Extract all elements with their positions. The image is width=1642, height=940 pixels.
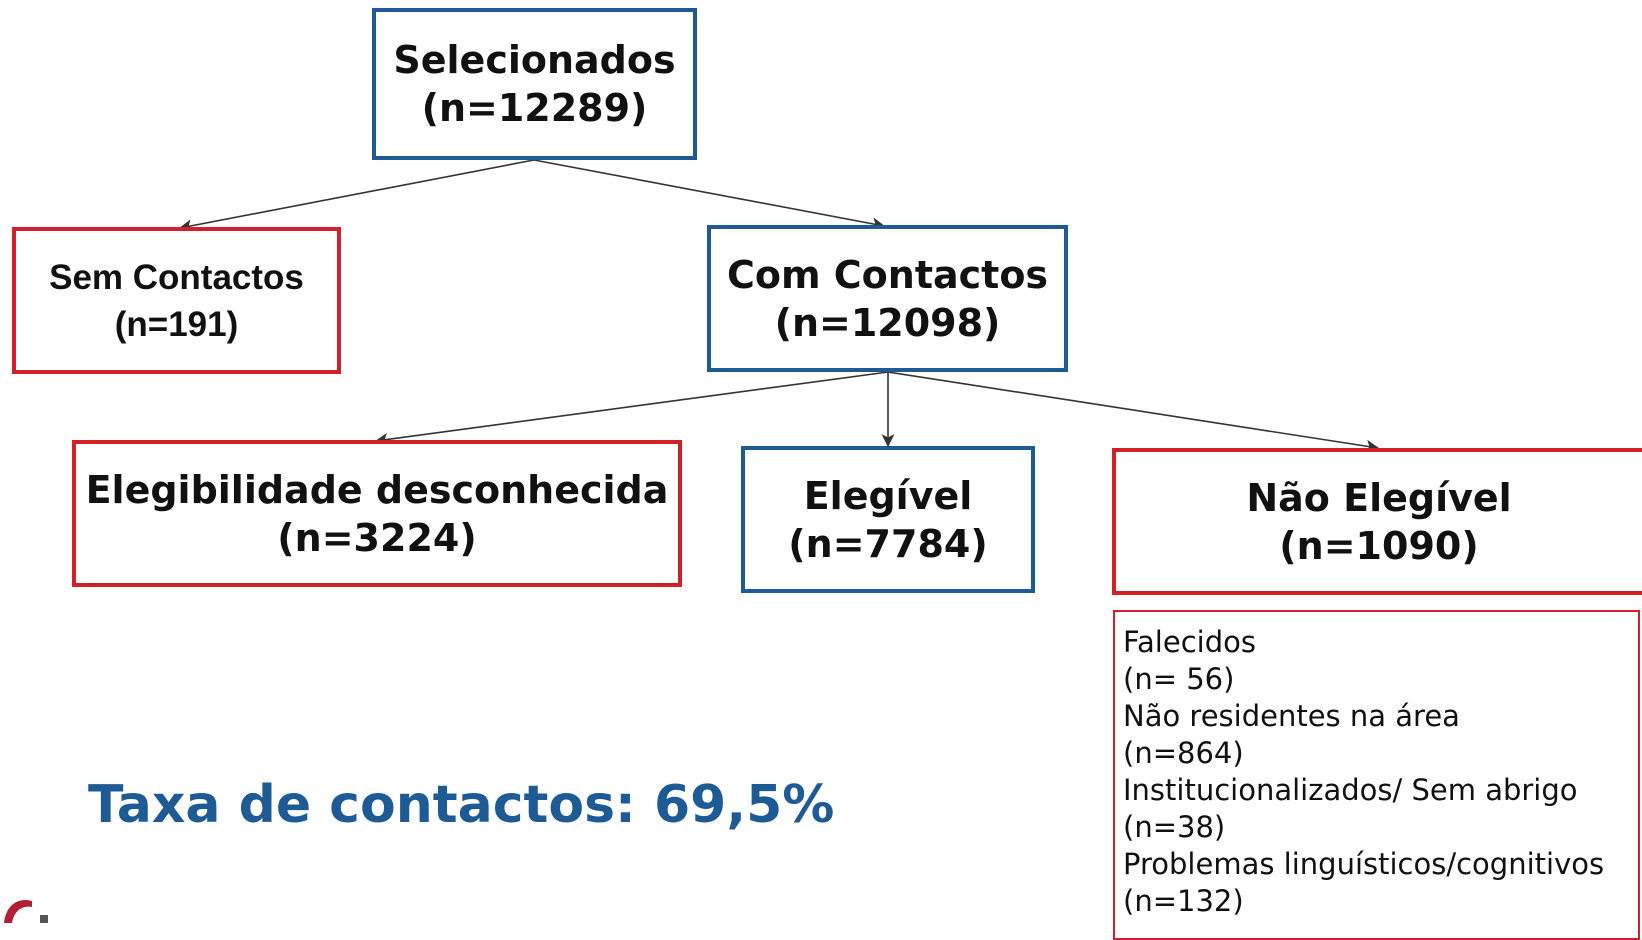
detail-count: (n=38) <box>1123 810 1226 844</box>
node-selecionados: Selecionados (n=12289) <box>372 8 697 160</box>
node-com-contactos-count: (n=12098) <box>774 300 1001 345</box>
detail-label: Não residentes na área <box>1123 699 1460 733</box>
node-elegibilidade-desconhecida-count: (n=3224) <box>277 515 477 560</box>
node-elegibilidade-desconhecida: Elegibilidade desconhecida (n=3224) <box>72 440 682 587</box>
arrow-to-nao-elegivel <box>887 371 1380 453</box>
node-com-contactos-label: Com Contactos <box>726 252 1049 297</box>
arrow-to-sem-contactos <box>178 159 535 233</box>
node-com-contactos: Com Contactos (n=12098) <box>707 225 1068 372</box>
detail-count: (n=132) <box>1123 884 1244 918</box>
node-nao-elegivel-count: (n=1090) <box>1279 523 1479 568</box>
logo-icon <box>4 899 48 923</box>
node-nao-elegivel: Não Elegível (n=1090) <box>1112 448 1642 595</box>
detail-count: (n= 56) <box>1123 662 1235 696</box>
nao-elegivel-details: Falecidos (n= 56) Não residentes na área… <box>1113 610 1640 940</box>
node-sem-contactos-count: (n=191) <box>114 304 239 344</box>
node-elegibilidade-desconhecida-label: Elegibilidade desconhecida <box>85 467 669 512</box>
detail-label: Institucionalizados/ Sem abrigo <box>1123 773 1578 807</box>
detail-label: Problemas linguísticos/cognitivos <box>1123 847 1605 881</box>
node-selecionados-count: (n=12289) <box>421 86 648 130</box>
node-nao-elegivel-label: Não Elegível <box>1246 475 1512 520</box>
detail-count: (n=864) <box>1123 736 1244 770</box>
arrow-to-com-contactos <box>533 159 886 231</box>
arrow-to-elegibilidade-desconhecida <box>374 371 889 446</box>
node-sem-contactos: Sem Contactos (n=191) <box>12 227 341 374</box>
node-selecionados-label: Selecionados <box>393 38 676 82</box>
node-elegivel-count: (n=7784) <box>788 521 988 566</box>
contact-rate-text: Taxa de contactos: 69,5% <box>88 775 835 835</box>
detail-label: Falecidos <box>1123 625 1256 659</box>
node-sem-contactos-label: Sem Contactos <box>49 257 304 297</box>
node-elegivel-label: Elegível <box>803 473 973 518</box>
node-elegivel: Elegível (n=7784) <box>741 446 1035 593</box>
